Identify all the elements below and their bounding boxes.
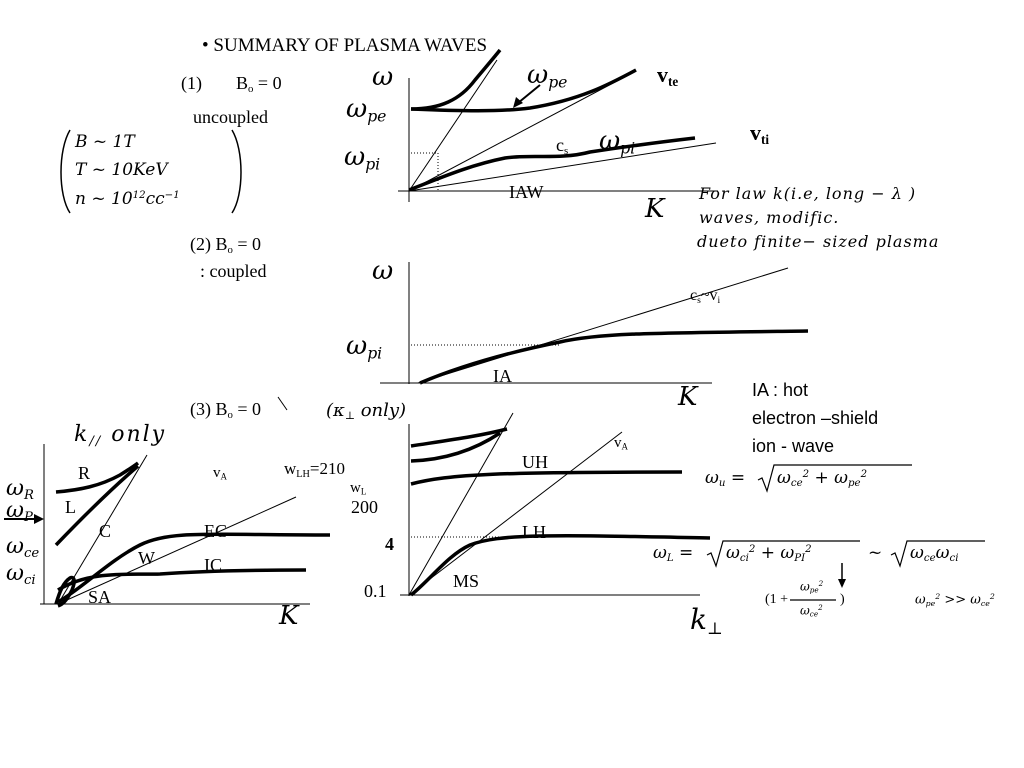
omega-r: ωR: [6, 476, 34, 503]
case1-wpe-flat: [410, 68, 637, 113]
case3l-ic-curve: [57, 568, 307, 592]
val-4: 4: [385, 534, 394, 554]
omega-ce: ωce: [6, 534, 40, 561]
sqrt-l1: [706, 540, 860, 568]
case3-number: (3) Bo = 0: [190, 399, 262, 422]
case1-wpe-curve: [410, 48, 502, 111]
kperp-title: (κ⊥ only): [326, 400, 407, 423]
case2-omega-pi: ωpi: [346, 331, 383, 363]
ia-note-1: IA : hot: [752, 380, 809, 400]
label-uh: UH: [522, 452, 548, 472]
label-c: C: [99, 521, 112, 541]
label-lh: LH: [522, 522, 546, 542]
case3l-l-curve: [54, 464, 140, 547]
params-right-paren: [231, 129, 242, 214]
w-l-label: wL: [350, 480, 367, 497]
formula-factor-open: (1 +: [765, 592, 789, 607]
case1-wpi-curve: [408, 136, 696, 192]
label-cs-vi: cs~vi: [690, 287, 721, 306]
case1-omega-pe: ωpe: [346, 94, 387, 126]
left-label-va: vA: [213, 465, 227, 482]
omega-p: ωP: [6, 498, 33, 525]
case1-omega-pi: ωpi: [344, 142, 381, 174]
label-ec: EC: [204, 521, 228, 541]
case2-ia-curve: [419, 329, 809, 385]
case1-curve-label-pi: ωpi: [599, 126, 636, 158]
val-200: 200: [351, 497, 378, 517]
label-ia: IA: [493, 366, 512, 386]
label-vte: vte: [657, 62, 679, 89]
param-t: T ~ 10KeV: [75, 160, 168, 180]
case3r-x-axis-label: k⊥: [690, 603, 723, 639]
case2-x-axis-label: K: [678, 382, 698, 412]
case2-y-axis-label: ω: [372, 256, 394, 286]
case3l-light-2: [57, 496, 297, 605]
case3r-lh-curve: [409, 533, 711, 597]
formula-arrow-head: [838, 579, 846, 588]
formula-factor-close: ): [840, 592, 845, 607]
formula-u-lhs: ωu =: [705, 468, 746, 490]
note-line-3: dueto finite− sized plasma: [697, 232, 940, 251]
kpar-title: k// only: [74, 422, 167, 449]
case1-y-axis-label: ω: [372, 62, 394, 92]
case3r-light-2: [408, 431, 623, 596]
formula-l-geo: ωceωci: [910, 543, 959, 565]
case3l-x-axis-label: K: [279, 601, 299, 631]
label-r: R: [78, 463, 91, 483]
formula-l-lhs: ωL =: [653, 543, 694, 565]
case3l-arrow-head: [34, 514, 44, 524]
formula-factor-num: ωpe2: [800, 579, 824, 595]
case3r-light-1: [408, 412, 514, 596]
case3r-uh-curve: [410, 470, 683, 486]
note-line-1: For law k(i.e, long − λ ): [699, 184, 917, 203]
label-w: W: [138, 548, 155, 568]
case1-light-line-1: [408, 59, 498, 192]
case1-arrow-line: [517, 84, 541, 104]
case1-x-axis-label: K: [645, 194, 665, 224]
label-sa: SA: [88, 587, 112, 607]
label-ic: IC: [204, 555, 222, 575]
case1-curve-label-pe: ωpe: [527, 60, 568, 92]
param-b: B ~ 1T: [75, 132, 135, 152]
case1-number: (1): [181, 73, 202, 93]
ia-note-2: electron –shield: [752, 408, 879, 428]
label-l: L: [65, 497, 76, 517]
w-lh-label: wLH=210: [284, 459, 345, 481]
case3r-top-curve-1: [410, 427, 508, 448]
ia-note-3: ion - wave: [752, 436, 835, 456]
case1-light-line-3: [408, 142, 717, 192]
case1-subtitle: uncoupled: [193, 107, 268, 127]
param-n: n ~ 1012cc−1: [75, 189, 180, 210]
note-line-2: waves, modific.: [699, 208, 840, 227]
formula-factor-den: ωce2: [800, 603, 823, 619]
case2-light-line: [417, 267, 789, 384]
label-iaw: IAW: [509, 182, 544, 202]
case3l-ec-curve: [57, 532, 331, 604]
formula-condition: ωpe2 >> ωce2: [915, 592, 995, 608]
sqrt-l2: [890, 540, 985, 568]
case3-slash: [277, 396, 288, 411]
case2-subtitle: : coupled: [200, 261, 267, 281]
case1-condition: Bo = 0: [236, 73, 282, 96]
right-label-va: vA: [614, 435, 628, 452]
case1-light-line-2: [408, 71, 635, 192]
params-left-paren: [60, 129, 71, 214]
case2-number: (2) Bo = 0: [190, 234, 262, 257]
formula-l-rhs: ωci2 + ωPI2: [726, 543, 812, 565]
label-cs: cs: [556, 135, 569, 158]
label-vti: vti: [750, 120, 770, 147]
omega-ci: ωci: [6, 561, 36, 588]
sqrt-u: [757, 464, 912, 493]
formula-l-tilde: ~: [868, 543, 883, 563]
case3l-r-curve: [55, 461, 140, 494]
page-title: • SUMMARY OF PLASMA WAVES: [202, 35, 488, 56]
case1-arrow-head: [513, 97, 523, 108]
formula-u-rhs: ωce2 + ωpe2: [777, 468, 868, 490]
case3r-top-curve-2: [410, 431, 501, 463]
val-0-1: 0.1: [364, 581, 387, 601]
label-ms: MS: [453, 571, 480, 591]
case3l-sa-curve: [54, 575, 76, 608]
